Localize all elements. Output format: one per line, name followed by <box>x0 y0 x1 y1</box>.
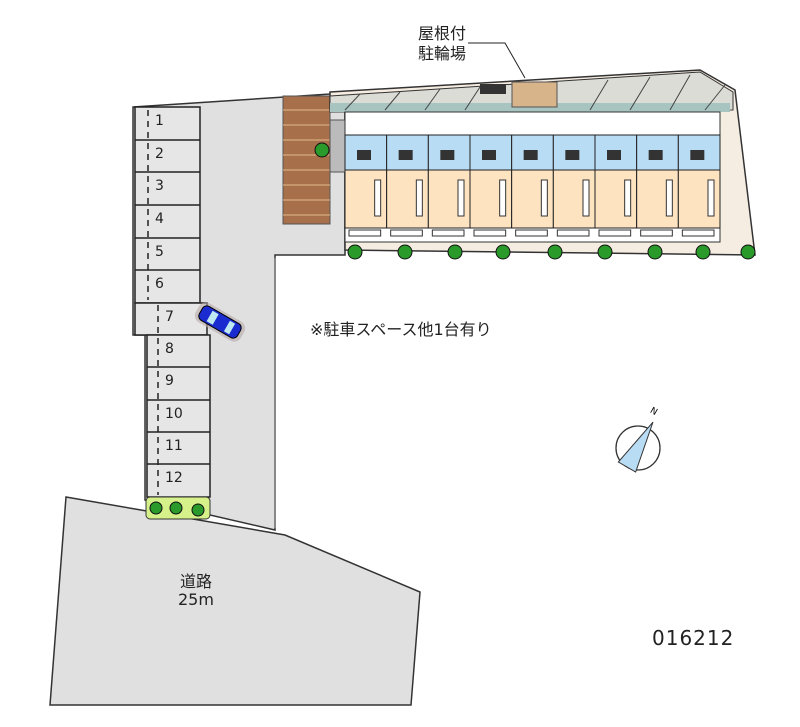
tree-icon <box>397 244 413 260</box>
parking-space-number: 11 <box>165 438 183 454</box>
unit-kitchen <box>607 150 621 160</box>
parking-note: ※駐車スペース他1台有り <box>310 320 492 339</box>
road-width: 25m <box>178 590 214 609</box>
unit-closet <box>582 179 590 217</box>
road-label: 道路 <box>180 572 213 591</box>
tree-icon <box>447 244 463 260</box>
unit-closet <box>374 179 382 217</box>
parking-space-number: 5 <box>155 244 164 260</box>
parking-space-number: 3 <box>155 178 164 194</box>
brick-area <box>282 95 331 225</box>
planter <box>314 142 330 158</box>
unit-balcony <box>348 229 382 237</box>
parking-space-number: 12 <box>165 470 183 486</box>
unit-balcony <box>473 229 507 237</box>
unit-kitchen <box>690 150 705 160</box>
apartment-units <box>344 111 721 243</box>
parking-space-number: 6 <box>155 276 164 292</box>
parking-space-number: 7 <box>165 309 174 325</box>
unit-closet <box>457 179 465 217</box>
tree-icon <box>740 244 756 260</box>
parking-space-number: 9 <box>165 373 174 389</box>
unit-closet <box>415 179 423 217</box>
unit-balcony <box>390 229 423 237</box>
parking-space-number: 4 <box>155 211 164 227</box>
unit-kitchen <box>440 150 455 160</box>
unit-closet <box>624 179 632 217</box>
brick-pattern <box>283 109 330 216</box>
tree-icon <box>547 244 563 260</box>
bike-parking-label: 屋根付 駐輪場 <box>418 24 466 64</box>
unit-closet <box>707 179 715 217</box>
unit-kitchen <box>357 150 371 160</box>
bike-label-line1: 屋根付 <box>418 24 467 43</box>
bike-label-line2: 駐輪場 <box>418 44 467 63</box>
unit-kitchen <box>523 150 538 160</box>
shrubs <box>145 496 211 520</box>
unit-kitchen <box>482 150 496 160</box>
unit-balcony <box>681 229 715 237</box>
property-code: 016212 <box>652 626 735 650</box>
unit-kitchen <box>648 150 663 160</box>
unit-kitchen <box>398 150 413 160</box>
unit-closet <box>499 179 507 217</box>
parking-space-number: 10 <box>165 406 183 422</box>
compass-icon <box>615 421 661 473</box>
unit-balcony <box>515 229 548 237</box>
unit-balcony <box>556 229 590 237</box>
tree-icon <box>647 244 663 260</box>
road <box>49 496 421 706</box>
parking-space-number: 2 <box>155 146 164 162</box>
unit-balcony <box>431 229 465 237</box>
trees <box>347 244 756 260</box>
parking-space-number: 1 <box>155 113 164 129</box>
unit-balcony <box>640 229 673 237</box>
unit-balcony <box>598 229 632 237</box>
parking-area <box>134 106 211 498</box>
unit-kitchen <box>565 150 580 160</box>
stairs <box>329 119 346 173</box>
tree-icon <box>695 244 711 260</box>
bike-parking <box>511 81 558 108</box>
parking-space-number: 8 <box>165 341 174 357</box>
unit-closet <box>665 179 673 217</box>
tree-icon <box>495 244 511 260</box>
bike-rack <box>480 84 506 94</box>
unit-closet <box>540 179 548 217</box>
tree-icon <box>597 244 613 260</box>
tree-icon <box>347 244 363 260</box>
car-icon <box>194 302 246 342</box>
roof-hatch <box>344 74 726 111</box>
bike-label-leader <box>468 42 526 79</box>
